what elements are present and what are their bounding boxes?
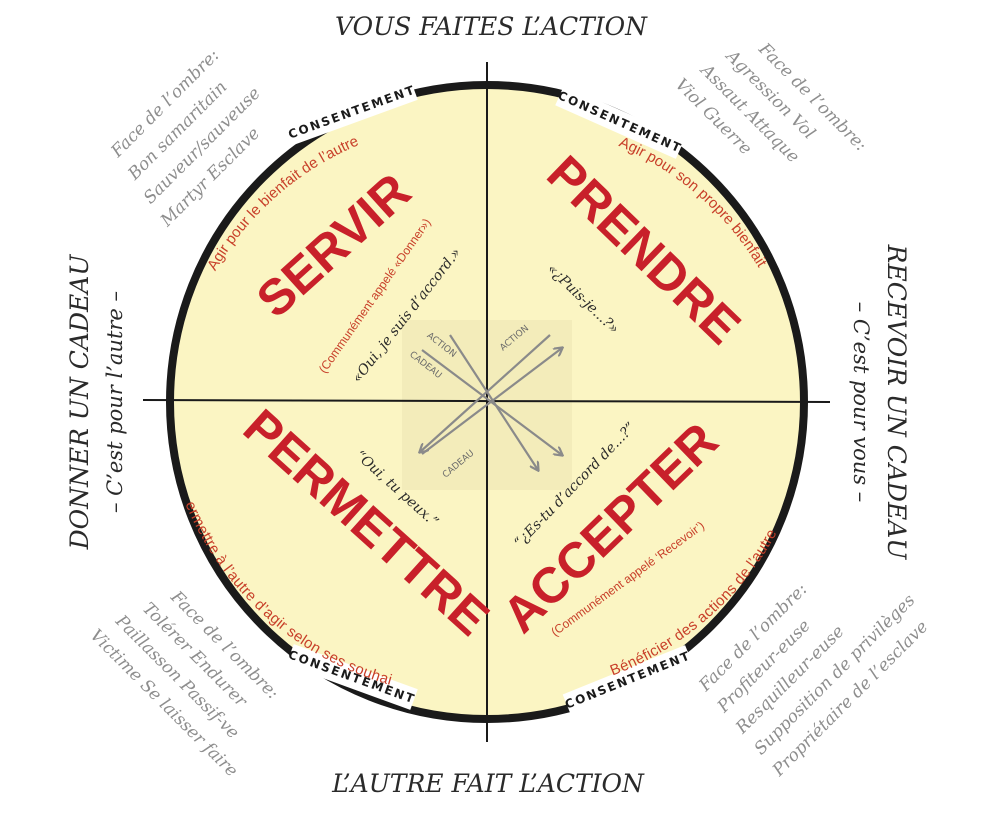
axis-bottom-label: L’AUTRE FAIT L’ACTION (331, 769, 645, 798)
horizontal-axis-line (142, 399, 831, 403)
axis-left-sublabel: – C’est pour l’autre – (103, 291, 127, 513)
arrow-cadeau-to-accepter (449, 334, 538, 470)
axis-left-label: DONNER UN CADEAU (65, 254, 94, 551)
arrow-cadeau-to-permettre (420, 334, 551, 452)
axis-right-label: RECEVOIR UN CADEAU (882, 244, 911, 561)
axis-top-label: VOUS FAITES L’ACTION (335, 12, 648, 41)
arrow-action-to-accepter (421, 349, 562, 455)
axis-right-sublabel: – C’est pour vous – (849, 302, 873, 503)
